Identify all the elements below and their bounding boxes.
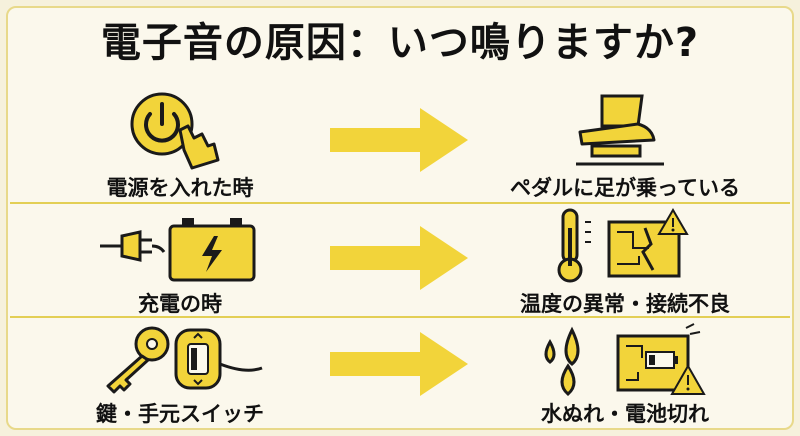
water-drops-battery-warning-icon [544,323,706,396]
row3-left-label: 鍵・手元スイッチ [96,402,264,426]
row-divider-1 [10,202,790,204]
foot-on-pedal-icon [576,94,664,166]
row1-left-label: 電源を入れた時 [106,176,254,200]
plug-battery-icon [100,218,256,282]
thermometer-circuit-warning-icon [557,208,689,283]
page-title: 電子音の原因：いつ鳴りますか? [100,20,700,66]
row2-right-label: 温度の異常・接続不良 [520,292,730,316]
arrow-right-icon [330,226,468,290]
row3-right-label: 水ぬれ・電池切れ [541,402,709,426]
row-divider-2 [10,316,790,318]
arrow-right-icon [330,332,468,396]
arrow-right-icon [330,108,468,172]
power-button-hand-icon [130,92,220,170]
row1-right-label: ペダルに足が乗っている [510,176,740,200]
row2-left-label: 充電の時 [138,292,222,316]
key-switch-icon [106,326,263,394]
